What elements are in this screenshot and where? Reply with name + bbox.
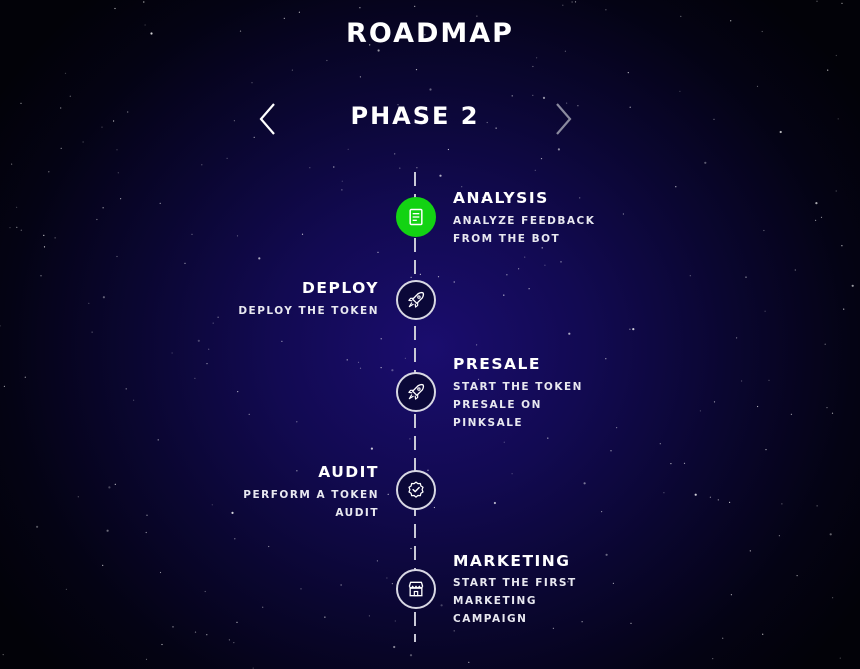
milestone-analysis-title: Analysis — [453, 189, 549, 207]
storefront-icon — [408, 581, 424, 597]
milestone-deploy-description: Deploy the token — [238, 305, 379, 317]
milestone-analysis-description: Analyze feedback from the bot — [453, 215, 596, 245]
milestone-deploy-marker — [396, 280, 436, 320]
milestone-analysis-marker — [396, 197, 436, 237]
milestone-marketing-title: Marketing — [453, 552, 571, 570]
milestone-audit-marker — [396, 470, 436, 510]
phase-label: Phase 2 — [350, 102, 480, 130]
milestone-marketing-marker — [396, 569, 436, 609]
next-phase-button[interactable] — [553, 102, 573, 136]
milestone-presale-title: Presale — [453, 355, 542, 373]
page-title: Roadmap — [346, 18, 514, 49]
document-icon — [409, 208, 423, 226]
milestone-presale-marker — [396, 372, 436, 412]
chevron-left-icon — [259, 103, 275, 135]
prev-phase-button[interactable] — [258, 102, 278, 136]
rocket-icon — [408, 292, 424, 308]
verified-badge-icon — [408, 481, 424, 498]
milestone-audit-description: Perform a token audit — [243, 489, 379, 519]
milestone-marketing-description: Start the first marketing campaign — [453, 577, 577, 625]
chevron-right-icon — [556, 103, 572, 135]
rocket-icon — [408, 384, 424, 400]
milestone-deploy-title: Deploy — [302, 279, 379, 297]
milestone-audit-title: Audit — [318, 463, 379, 481]
milestone-presale-description: Start the token presale on pinksale — [453, 381, 583, 429]
